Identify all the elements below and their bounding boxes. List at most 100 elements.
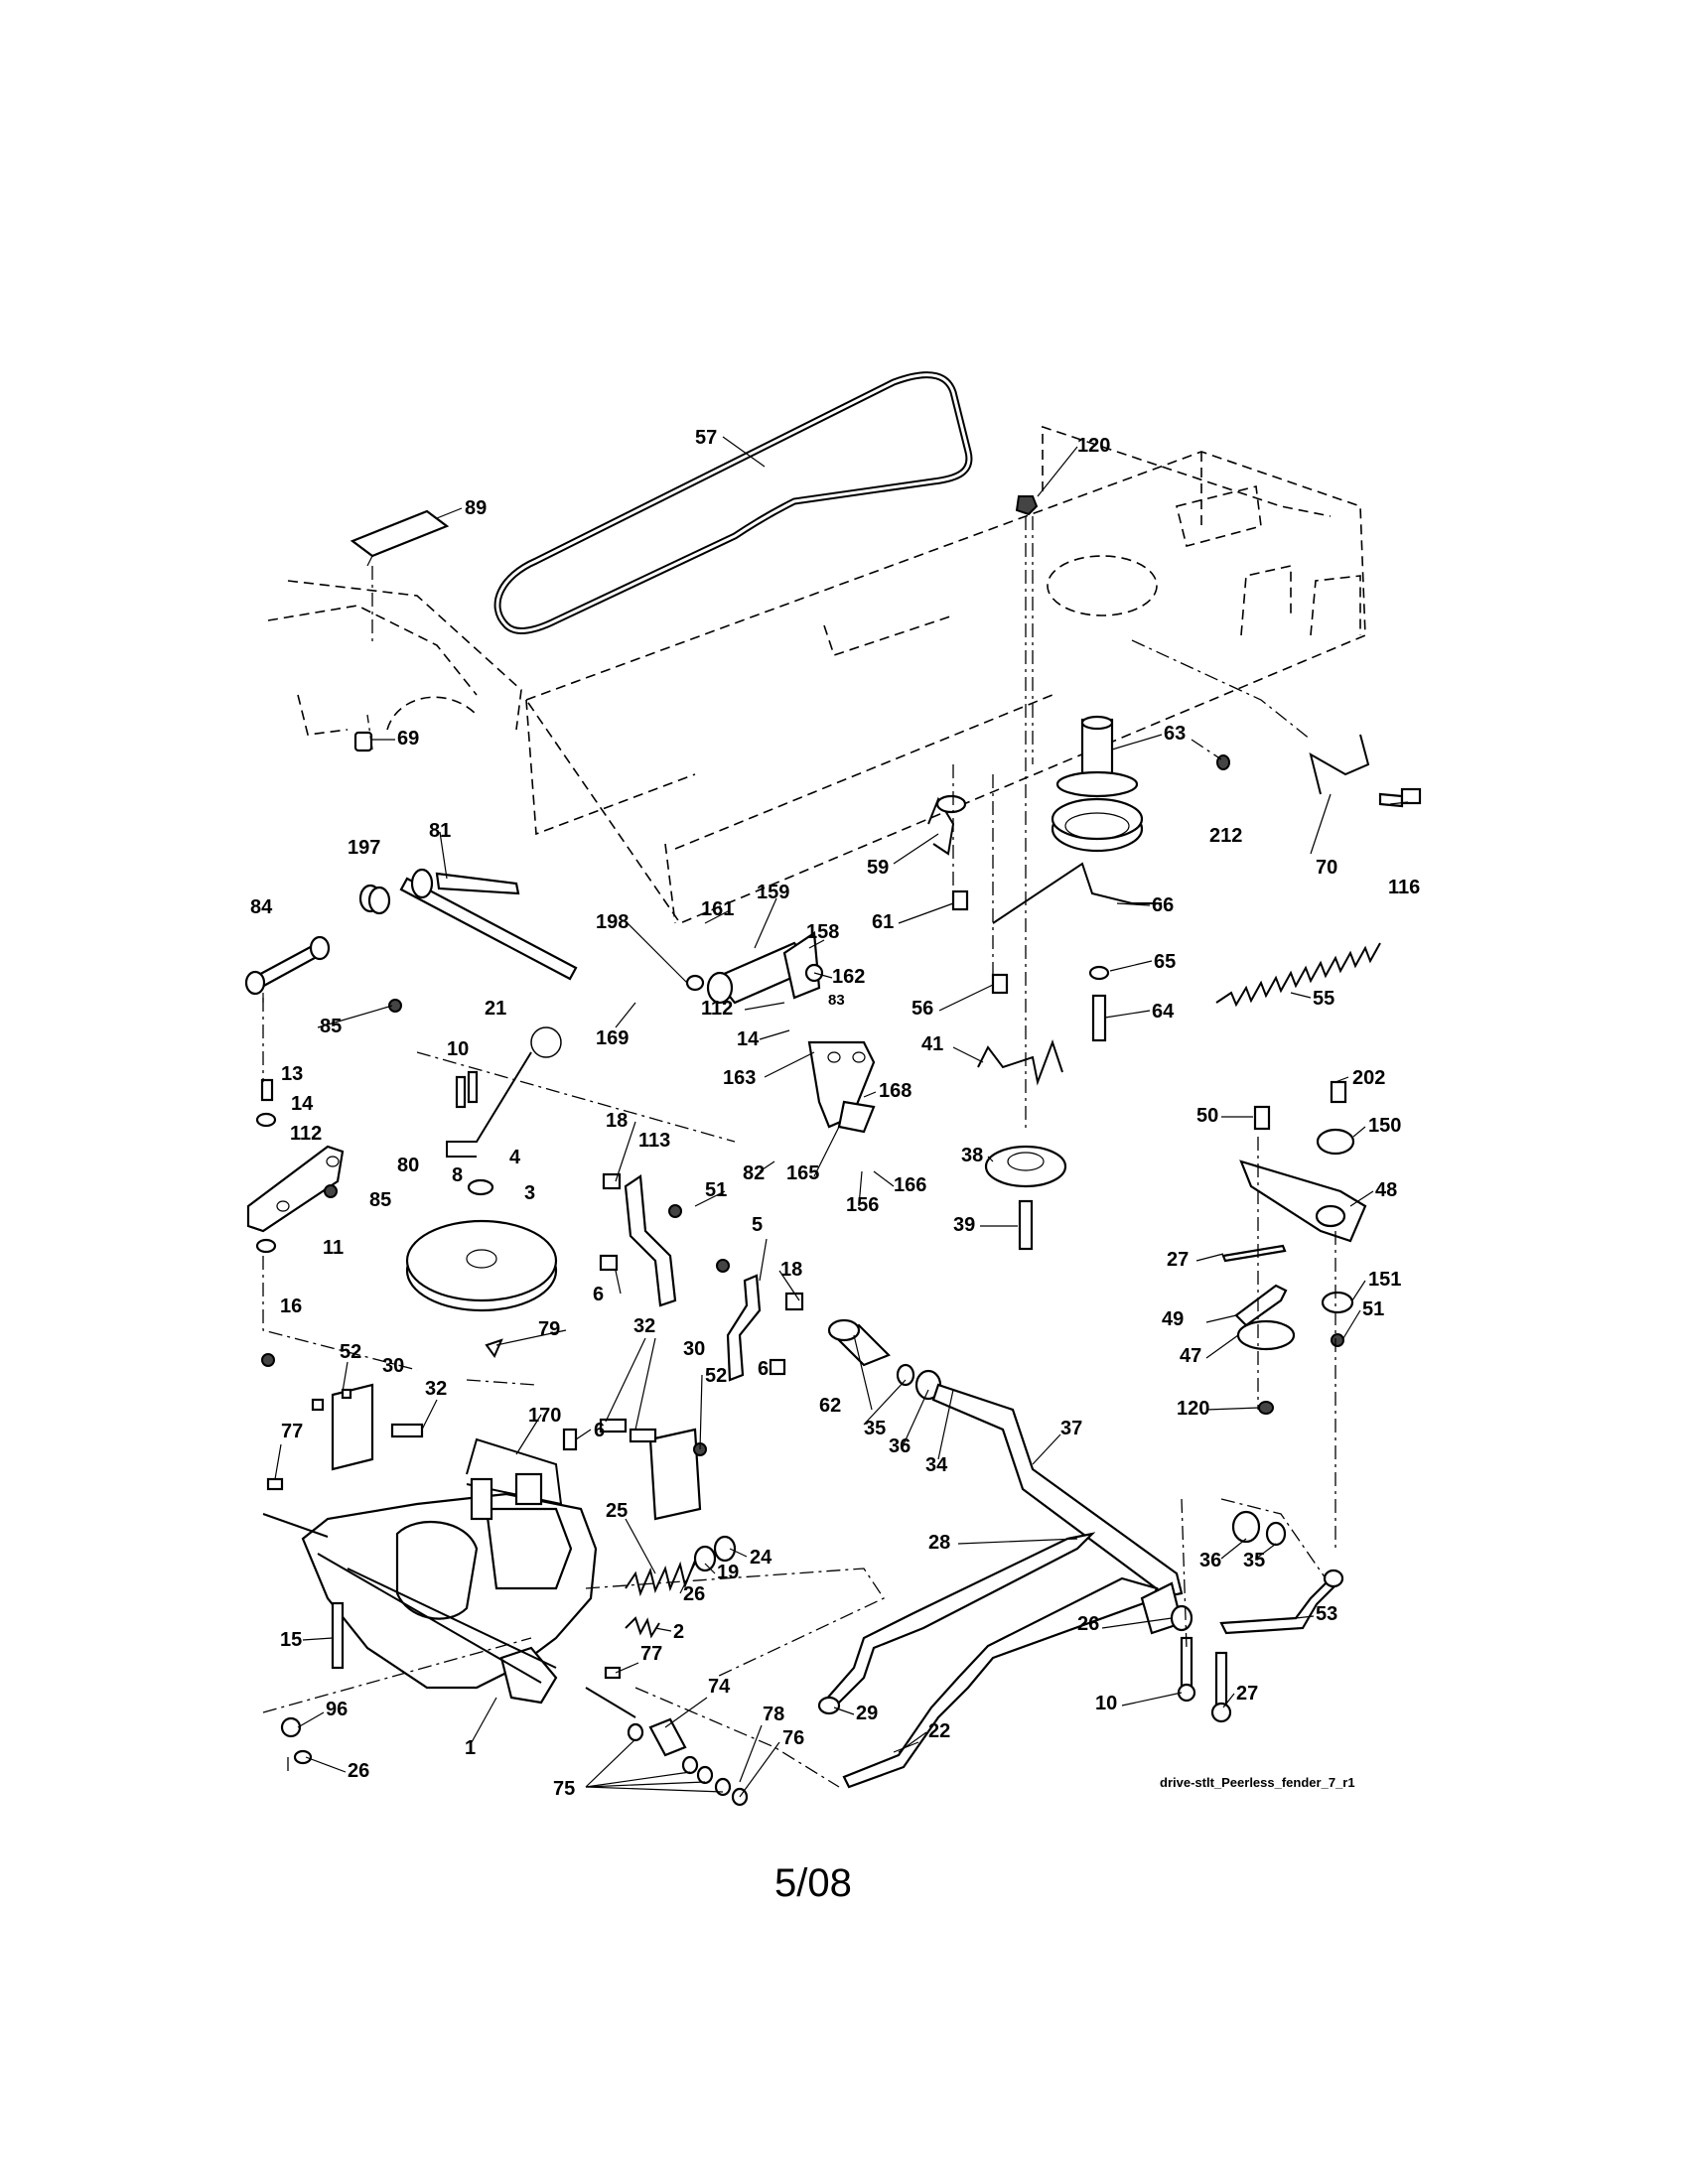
pin-77-lower	[604, 1666, 622, 1680]
callout-112-center: 112	[701, 998, 733, 1020]
linkage-159	[685, 931, 824, 1005]
callout-161: 161	[701, 898, 734, 920]
diagram-caption: drive-stlt_Peerless_fender_7_r1	[1160, 1775, 1355, 1790]
callout-26-right: 26	[1077, 1613, 1099, 1635]
callout-85-lower: 85	[369, 1189, 391, 1211]
callout-84: 84	[250, 896, 273, 918]
callout-168: 168	[879, 1080, 912, 1102]
callout-14-center: 14	[737, 1028, 760, 1050]
callout-76: 76	[782, 1727, 804, 1749]
callout-11: 11	[323, 1237, 344, 1259]
callout-15: 15	[280, 1629, 302, 1651]
callout-77-lower: 77	[640, 1643, 662, 1665]
clip-96	[280, 1716, 313, 1772]
spring-2	[625, 1616, 660, 1639]
callout-2: 2	[673, 1621, 684, 1643]
bracket-30-left	[261, 1353, 424, 1471]
callout-3: 3	[524, 1182, 535, 1204]
washer-65	[1088, 965, 1110, 981]
callout-10-lower: 10	[1095, 1693, 1117, 1714]
callout-65: 65	[1154, 951, 1176, 973]
callout-59: 59	[867, 857, 889, 879]
callout-56: 56	[912, 998, 933, 1020]
bolt-116	[1400, 787, 1422, 805]
spring-55	[1215, 942, 1381, 1008]
pulley-3	[405, 1178, 558, 1358]
callout-32-left: 32	[425, 1378, 447, 1400]
nut-120-top	[1015, 495, 1039, 1132]
pulley-38	[984, 1145, 1067, 1188]
callout-52-left: 52	[340, 1341, 361, 1363]
fender-bracket-89	[350, 509, 450, 567]
callout-202: 202	[1352, 1067, 1385, 1089]
callout-37: 37	[1060, 1418, 1082, 1439]
callout-50: 50	[1196, 1105, 1218, 1127]
callout-6-left: 6	[594, 1420, 605, 1441]
callout-120-right: 120	[1177, 1398, 1209, 1420]
dash-lines-left	[262, 998, 736, 1371]
callout-25: 25	[606, 1500, 628, 1522]
callout-13: 13	[281, 1063, 303, 1085]
callout-52-right: 52	[705, 1365, 727, 1387]
callout-35-right: 35	[1243, 1550, 1265, 1571]
callout-70: 70	[1316, 857, 1337, 879]
callout-35-center: 35	[864, 1418, 886, 1439]
fender-outline	[267, 580, 522, 736]
callout-28: 28	[928, 1532, 950, 1554]
callout-53: 53	[1316, 1603, 1337, 1625]
rod-53	[1219, 1569, 1344, 1635]
callout-5: 5	[752, 1214, 763, 1236]
callout-212: 212	[1209, 825, 1242, 847]
page-number: 5/08	[774, 1861, 852, 1905]
callout-64: 64	[1152, 1001, 1175, 1023]
rod-34-37	[931, 1383, 1184, 1598]
callout-163: 163	[723, 1067, 756, 1089]
callout-62: 62	[819, 1395, 841, 1417]
callout-39: 39	[953, 1214, 975, 1236]
bushing-197	[358, 884, 391, 915]
callout-120-top: 120	[1077, 435, 1110, 457]
callout-69: 69	[397, 728, 419, 750]
callout-74: 74	[708, 1676, 731, 1698]
pulley-47	[1234, 1137, 1354, 1549]
callout-38: 38	[961, 1145, 983, 1166]
rod-22	[842, 1576, 1159, 1789]
callout-51-right: 51	[1362, 1298, 1384, 1320]
shaft-81	[399, 868, 578, 981]
bracket-5	[668, 1204, 804, 1382]
callout-159: 159	[757, 882, 789, 903]
callout-96: 96	[326, 1699, 348, 1720]
callout-49: 49	[1162, 1308, 1184, 1330]
frame-outline	[524, 425, 1366, 924]
callout-32-center: 32	[633, 1315, 655, 1337]
shaft-84	[244, 935, 331, 1003]
callout-26-left: 26	[348, 1760, 369, 1782]
callout-36-right: 36	[1199, 1550, 1221, 1571]
callout-80: 80	[397, 1155, 419, 1176]
bracket-30-right	[599, 1418, 707, 1521]
callout-29: 29	[856, 1703, 878, 1724]
callout-47: 47	[1180, 1345, 1201, 1367]
callout-82: 82	[743, 1162, 765, 1184]
bolt-15	[331, 1601, 345, 1670]
knob-21	[446, 1026, 562, 1158]
callout-169: 169	[596, 1027, 629, 1049]
callout-85-upper: 85	[320, 1016, 342, 1037]
callout-197: 197	[348, 837, 380, 859]
callout-66: 66	[1152, 894, 1174, 916]
callout-57: 57	[695, 427, 717, 449]
bracket-80	[246, 999, 402, 1254]
spring-rod-66	[992, 862, 1162, 924]
callout-22: 22	[928, 1720, 950, 1742]
callout-16: 16	[280, 1296, 302, 1317]
callout-150: 150	[1368, 1115, 1401, 1137]
callout-77-upper: 77	[281, 1421, 303, 1442]
bracket-163-165	[807, 1040, 876, 1134]
callout-19: 19	[717, 1562, 739, 1583]
callout-170: 170	[528, 1405, 561, 1427]
spacer-62	[827, 1318, 891, 1367]
bracket-59	[927, 794, 967, 856]
callout-162: 162	[832, 966, 865, 988]
callout-21: 21	[485, 998, 506, 1020]
bracket-48	[1221, 1080, 1367, 1263]
